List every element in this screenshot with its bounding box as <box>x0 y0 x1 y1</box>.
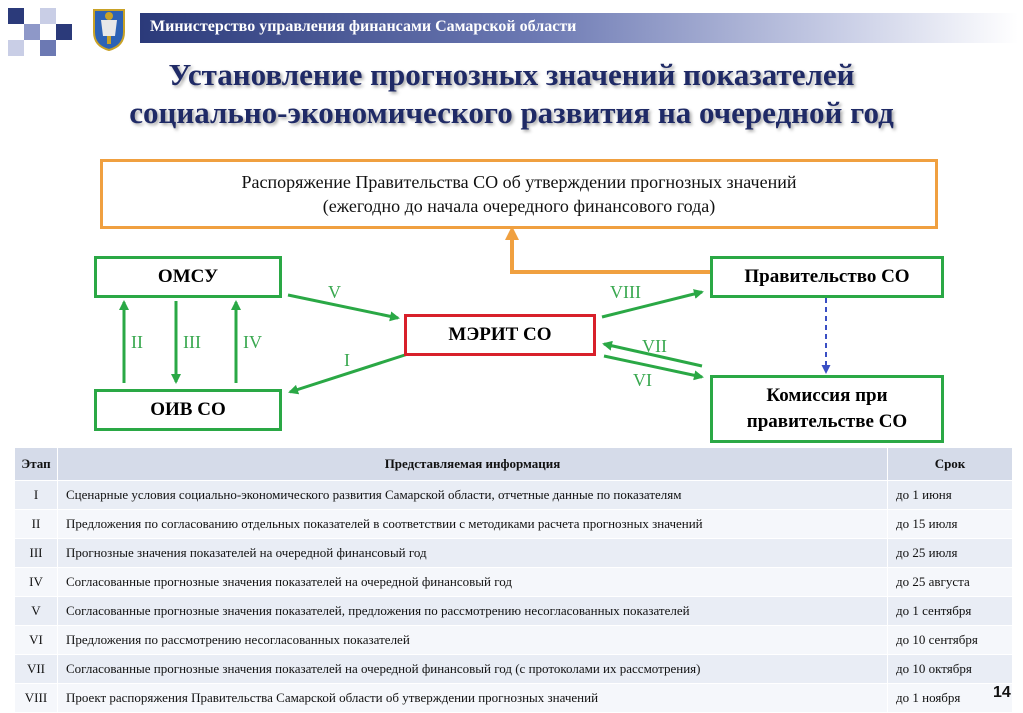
deadline-cell: до 10 октября <box>887 654 1013 684</box>
commission-node: Комиссия при правительстве СО <box>710 375 944 443</box>
page-title: Установление прогнозных значений показат… <box>0 56 1023 132</box>
info-cell: Прогнозные значения показателей на очере… <box>57 538 888 568</box>
stage-cell: V <box>14 596 58 626</box>
arrow-gov-to-decree <box>505 226 712 274</box>
edge-label-vii: VII <box>642 336 667 356</box>
arrow-viii <box>601 289 704 319</box>
stage-cell: VI <box>14 625 58 655</box>
merit-label: МЭРИТ СО <box>448 324 552 345</box>
gov-label: Правительство СО <box>744 266 910 287</box>
edge-label-vi: VI <box>633 370 652 390</box>
info-cell: Согласованные прогнозные значения показа… <box>57 567 888 597</box>
arrow-vii <box>602 340 703 368</box>
table-row: VIII Проект распоряжения Правительства С… <box>14 683 1013 713</box>
commission-line-2: правительстве СО <box>746 411 908 432</box>
oiv-label: ОИВ СО <box>150 399 226 420</box>
table-row: II Предложения по согласованию отдельных… <box>14 509 1013 539</box>
merit-node: МЭРИТ СО <box>404 314 596 356</box>
decree-box: Распоряжение Правительства СО об утвержд… <box>100 159 938 229</box>
ministry-name: Министерство управления финансами Самарс… <box>150 18 577 35</box>
edge-label-v: V <box>328 282 341 302</box>
edge-label-iv: IV <box>243 332 262 352</box>
info-cell: Согласованные прогнозные значения показа… <box>57 596 888 626</box>
stage-cell: II <box>14 509 58 539</box>
table-row: III Прогнозные значения показателей на о… <box>14 538 1013 568</box>
decree-line-2: (ежегодно до начала очередного финансово… <box>322 196 716 216</box>
deadline-cell: до 10 сентября <box>887 625 1013 655</box>
table-row: VII Согласованные прогнозные значения по… <box>14 654 1013 684</box>
commission-line-1: Комиссия при <box>766 385 888 406</box>
stage-cell: I <box>14 480 58 510</box>
edge-label-iii: III <box>183 332 201 352</box>
arrow-i <box>288 352 409 395</box>
edge-label-viii: VIII <box>610 282 641 302</box>
stage-cell: III <box>14 538 58 568</box>
stage-cell: IV <box>14 567 58 597</box>
stage-cell: VII <box>14 654 58 684</box>
title-line-1: Установление прогнозных значений показат… <box>168 57 855 92</box>
table-row: IV Согласованные прогнозные значения пок… <box>14 567 1013 597</box>
oiv-node: ОИВ СО <box>94 389 282 431</box>
gov-node: Правительство СО <box>710 256 944 298</box>
table-row: I Сценарные условия социально-экономичес… <box>14 480 1013 510</box>
header-info: Представляемая информация <box>57 447 888 481</box>
stage-cell: VIII <box>14 683 58 713</box>
header-bar: Министерство управления финансами Самарс… <box>140 13 1018 43</box>
edge-label-i: I <box>344 350 350 370</box>
stages-table: Этап Представляемая информация Срок I Сц… <box>14 447 1013 713</box>
table-row: VI Предложения по рассмотрению несогласо… <box>14 625 1013 655</box>
info-cell: Проект распоряжения Правительства Самарс… <box>57 683 888 713</box>
omsu-node: ОМСУ <box>94 256 282 298</box>
arrow-vi <box>603 354 704 381</box>
decorative-squares <box>0 0 90 60</box>
header-deadline: Срок <box>887 447 1013 481</box>
decree-line-1: Распоряжение Правительства СО об утвержд… <box>241 172 797 192</box>
omsu-label: ОМСУ <box>157 266 219 287</box>
deadline-cell: до 1 июня <box>887 480 1013 510</box>
page-number: 14 <box>993 684 1011 701</box>
deadline-cell: до 25 августа <box>887 567 1013 597</box>
title-line-2: социально-экономического развития на оче… <box>129 95 894 130</box>
flow-arrows <box>119 226 831 395</box>
table-row: V Согласованные прогнозные значения пока… <box>14 596 1013 626</box>
edge-label-ii: II <box>131 332 143 352</box>
deadline-cell: до 25 июля <box>887 538 1013 568</box>
table-header-row: Этап Представляемая информация Срок <box>14 447 1013 481</box>
arrow-v <box>287 293 400 322</box>
header-stage: Этап <box>14 447 58 481</box>
info-cell: Сценарные условия социально-экономическо… <box>57 480 888 510</box>
info-cell: Согласованные прогнозные значения показа… <box>57 654 888 684</box>
info-cell: Предложения по рассмотрению несогласован… <box>57 625 888 655</box>
info-cell: Предложения по согласованию отдельных по… <box>57 509 888 539</box>
deadline-cell: до 1 сентября <box>887 596 1013 626</box>
coat-of-arms-icon <box>88 6 130 52</box>
deadline-cell: до 15 июля <box>887 509 1013 539</box>
